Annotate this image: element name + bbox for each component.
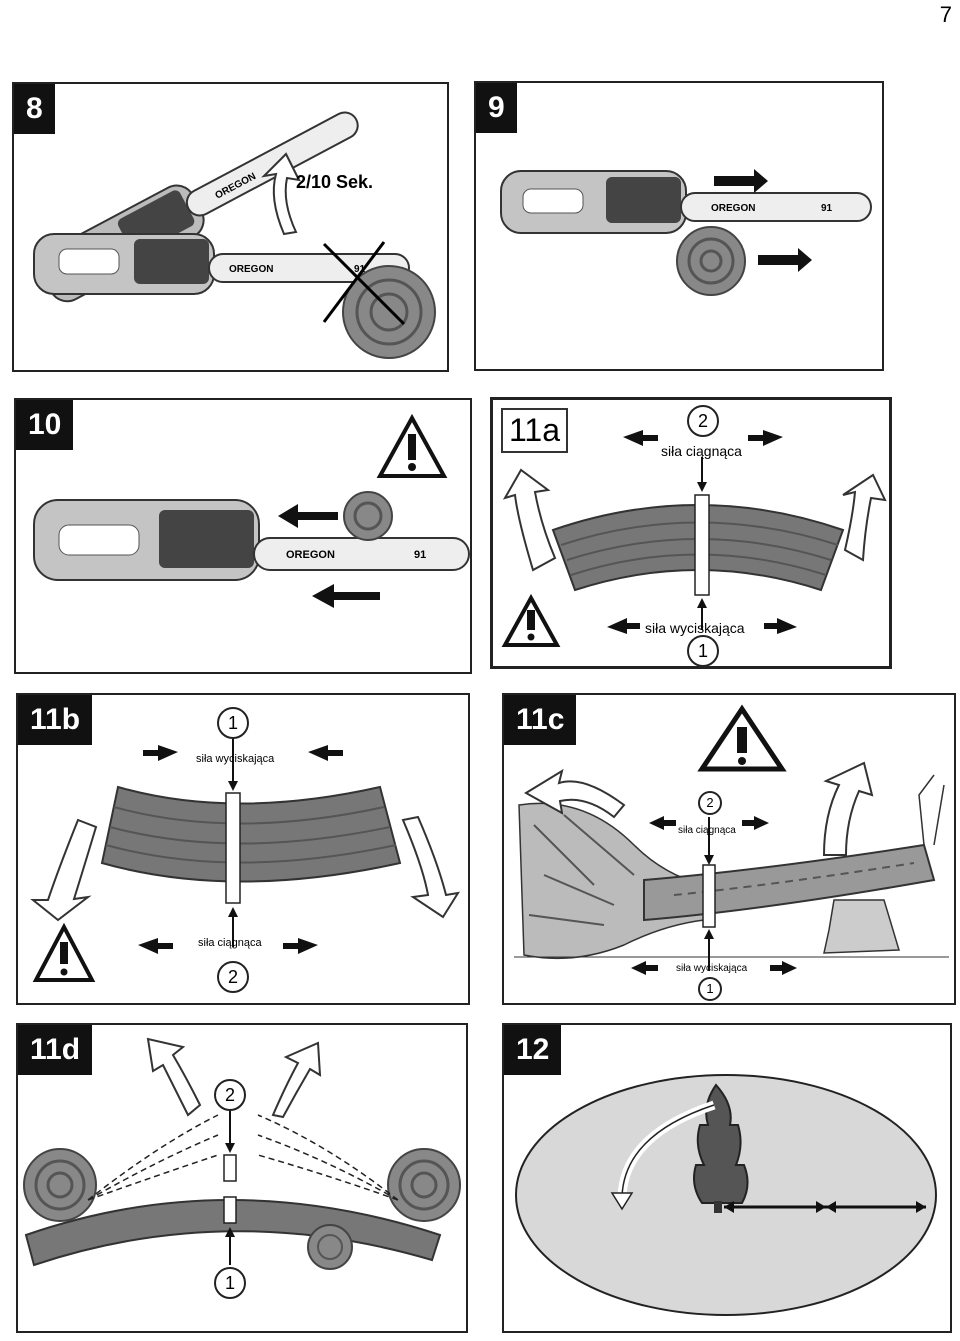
figure-8-badge: 8 [14, 84, 55, 134]
figure-11b: 11b 1 siła wyciskająca siła ciągnąca 2 [16, 693, 470, 1005]
kickback-time-label: 2/10 Sek. [296, 172, 374, 192]
figure-11a: 11a 2 siła ciągnąca siła wyciskająca 1 [490, 397, 892, 669]
svg-text:91: 91 [354, 264, 366, 275]
pulling-force-label: siła ciągnąca [678, 825, 736, 836]
figure-11b-badge: 11b [18, 695, 93, 745]
pushing-force-label: siła wyciskająca [196, 753, 275, 765]
svg-text:OREGON: OREGON [286, 549, 335, 561]
figure-9-badge: 9 [476, 83, 517, 133]
pulling-force-label: siła ciągnąca [661, 443, 742, 459]
figure-11d: 11d 2 1 [16, 1023, 468, 1333]
figure-9-drawing: OREGON 91 [500, 169, 872, 296]
figure-9: OREGON 91 9 [474, 81, 884, 371]
figure-11d-drawing [23, 1037, 461, 1270]
svg-text:OREGON: OREGON [229, 264, 273, 275]
figure-11c-drawing [514, 704, 949, 975]
marker-2: 2 [217, 961, 249, 993]
svg-text:91: 91 [414, 549, 426, 561]
marker-2: 2 [698, 791, 722, 815]
svg-text:91: 91 [821, 203, 833, 214]
figure-11a-drawing [501, 430, 887, 647]
marker-1: 1 [687, 635, 719, 666]
figure-8: OREGON OREGON 91 8 2/10 Sek. [12, 82, 449, 372]
marker-2: 2 [687, 405, 719, 437]
pulling-force-label: siła ciągnąca [198, 937, 262, 949]
marker-1: 1 [698, 977, 722, 1001]
pushing-force-label: siła wyciskająca [676, 963, 748, 974]
figure-12-drawing [515, 1074, 937, 1316]
marker-2: 2 [214, 1079, 246, 1111]
svg-text:OREGON: OREGON [711, 203, 755, 214]
figure-10-badge: 10 [16, 400, 74, 450]
pushing-force-label: siła wyciskająca [645, 620, 745, 636]
marker-1: 1 [217, 707, 249, 739]
figure-12: 12 [502, 1023, 952, 1333]
figure-11d-badge: 11d [18, 1025, 93, 1075]
figure-11c: 11c 2 siła ciągnąca siła wyciskająca 1 [502, 693, 956, 1005]
page-number: 7 [939, 2, 952, 27]
figure-12-badge: 12 [504, 1025, 562, 1075]
figure-10: OREGON 91 10 [14, 398, 472, 674]
figure-11b-drawing [30, 737, 461, 982]
figure-11a-badge: 11a [501, 408, 569, 453]
marker-1: 1 [214, 1267, 246, 1299]
figure-10-drawing: OREGON 91 [33, 413, 470, 608]
figure-8-drawing: OREGON OREGON 91 [33, 111, 436, 359]
figure-11c-badge: 11c [504, 695, 577, 745]
